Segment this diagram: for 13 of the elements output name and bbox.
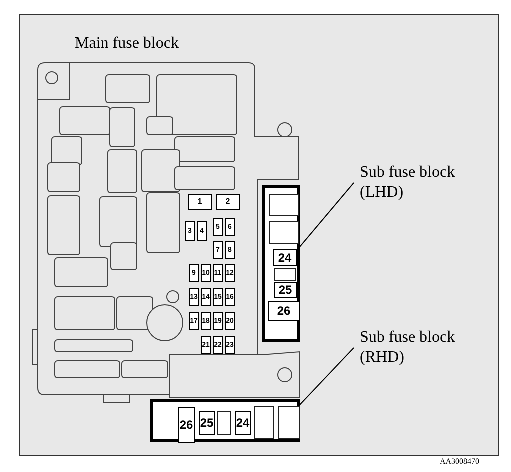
fuse-slot <box>254 406 274 439</box>
fuse-block <box>150 399 300 442</box>
leader-line <box>300 348 354 406</box>
fuse: 26 <box>178 407 195 443</box>
callout-text: Sub fuse block (LHD) <box>360 163 485 207</box>
fuse-slot <box>217 411 231 435</box>
heading: Main fuse block <box>75 35 179 53</box>
fuse: 25 <box>199 411 215 435</box>
figure-code: AA3008470 <box>440 457 480 466</box>
callout-text: Sub fuse block (RHD) <box>360 328 485 372</box>
fuse-slot <box>278 406 300 439</box>
leader-line <box>300 182 354 248</box>
fuse: 24 <box>235 411 251 435</box>
